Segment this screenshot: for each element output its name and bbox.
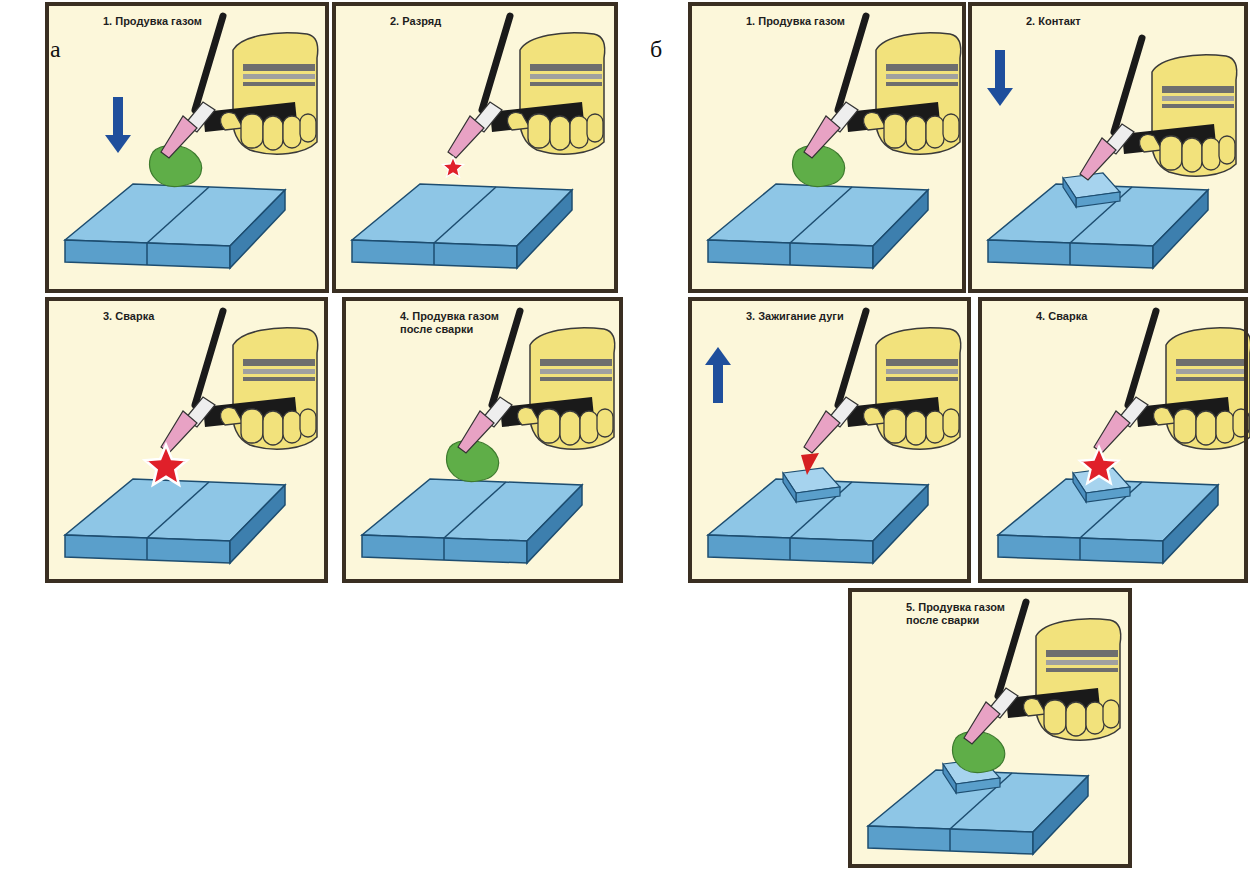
- tig-torch-hand: [161, 16, 318, 158]
- panel-ground: [848, 588, 1132, 868]
- arrow-down: [987, 50, 1013, 106]
- panel-art: [978, 297, 1250, 583]
- arc-star: [1080, 447, 1118, 483]
- step-panel: 5. Продувка газом после сварки: [848, 588, 1132, 868]
- work-plate: [708, 184, 928, 268]
- arrow-down: [105, 97, 131, 153]
- arc-star: [145, 445, 187, 485]
- panel-art: [332, 2, 618, 293]
- step-caption: 2. Контакт: [1026, 15, 1151, 28]
- panel-ground: [688, 297, 971, 583]
- step-panel: 4. Сварка: [978, 297, 1248, 583]
- panel-art: [968, 2, 1248, 293]
- work-plate: [352, 184, 572, 268]
- step-panel: 3. Зажигание дуги: [688, 297, 971, 583]
- step-panel: 2. Разряд: [332, 2, 618, 293]
- panel-art: [342, 297, 623, 583]
- work-plate: [65, 184, 285, 268]
- step-caption: 3. Зажигание дуги: [746, 310, 871, 323]
- striking-plate: [783, 468, 840, 502]
- tig-torch-hand: [964, 602, 1121, 744]
- step-caption: 2. Разряд: [390, 15, 515, 28]
- part-label: а: [50, 36, 61, 63]
- tig-torch-hand: [1080, 38, 1237, 180]
- tig-torch-hand: [804, 16, 961, 158]
- step-caption: 1. Продувка газом: [746, 15, 871, 28]
- panel-ground: [342, 297, 623, 583]
- tig-torch-hand: [448, 16, 605, 158]
- panel-art: [688, 297, 971, 583]
- panel-ground: [688, 2, 966, 293]
- step-caption: 1. Продувка газом: [103, 15, 228, 28]
- tig-torch-hand: [458, 311, 615, 453]
- part-label: б: [650, 36, 662, 63]
- panel-art: [45, 297, 328, 583]
- tig-torch-hand: [1094, 311, 1250, 453]
- step-caption: 5. Продувка газом после сварки: [906, 601, 1031, 627]
- tig-torch-hand: [161, 311, 318, 453]
- step-panel: 4. Продувка газом после сварки: [342, 297, 623, 583]
- panel-art: [688, 2, 966, 293]
- work-plate: [362, 479, 582, 563]
- panel-art: [848, 588, 1132, 868]
- panel-ground: [45, 2, 329, 293]
- step-panel: 1. Продувка газом: [45, 2, 329, 293]
- panel-ground: [332, 2, 618, 293]
- arc-spark: [801, 453, 819, 475]
- panel-ground: [968, 2, 1248, 293]
- tig-torch-hand: [804, 311, 961, 453]
- step-caption: 4. Продувка газом после сварки: [400, 310, 525, 336]
- arrow-up: [705, 347, 731, 403]
- step-caption: 3. Сварка: [103, 310, 228, 323]
- step-panel: 2. Контакт: [968, 2, 1248, 293]
- step-panel: 3. Сварка: [45, 297, 328, 583]
- step-caption: 4. Сварка: [1036, 310, 1161, 323]
- panel-art: [45, 2, 329, 293]
- panel-ground: [45, 297, 328, 583]
- work-plate: [65, 479, 285, 563]
- striking-plate: [1063, 173, 1120, 207]
- step-panel: 1. Продувка газом: [688, 2, 966, 293]
- arc-star: [443, 157, 464, 177]
